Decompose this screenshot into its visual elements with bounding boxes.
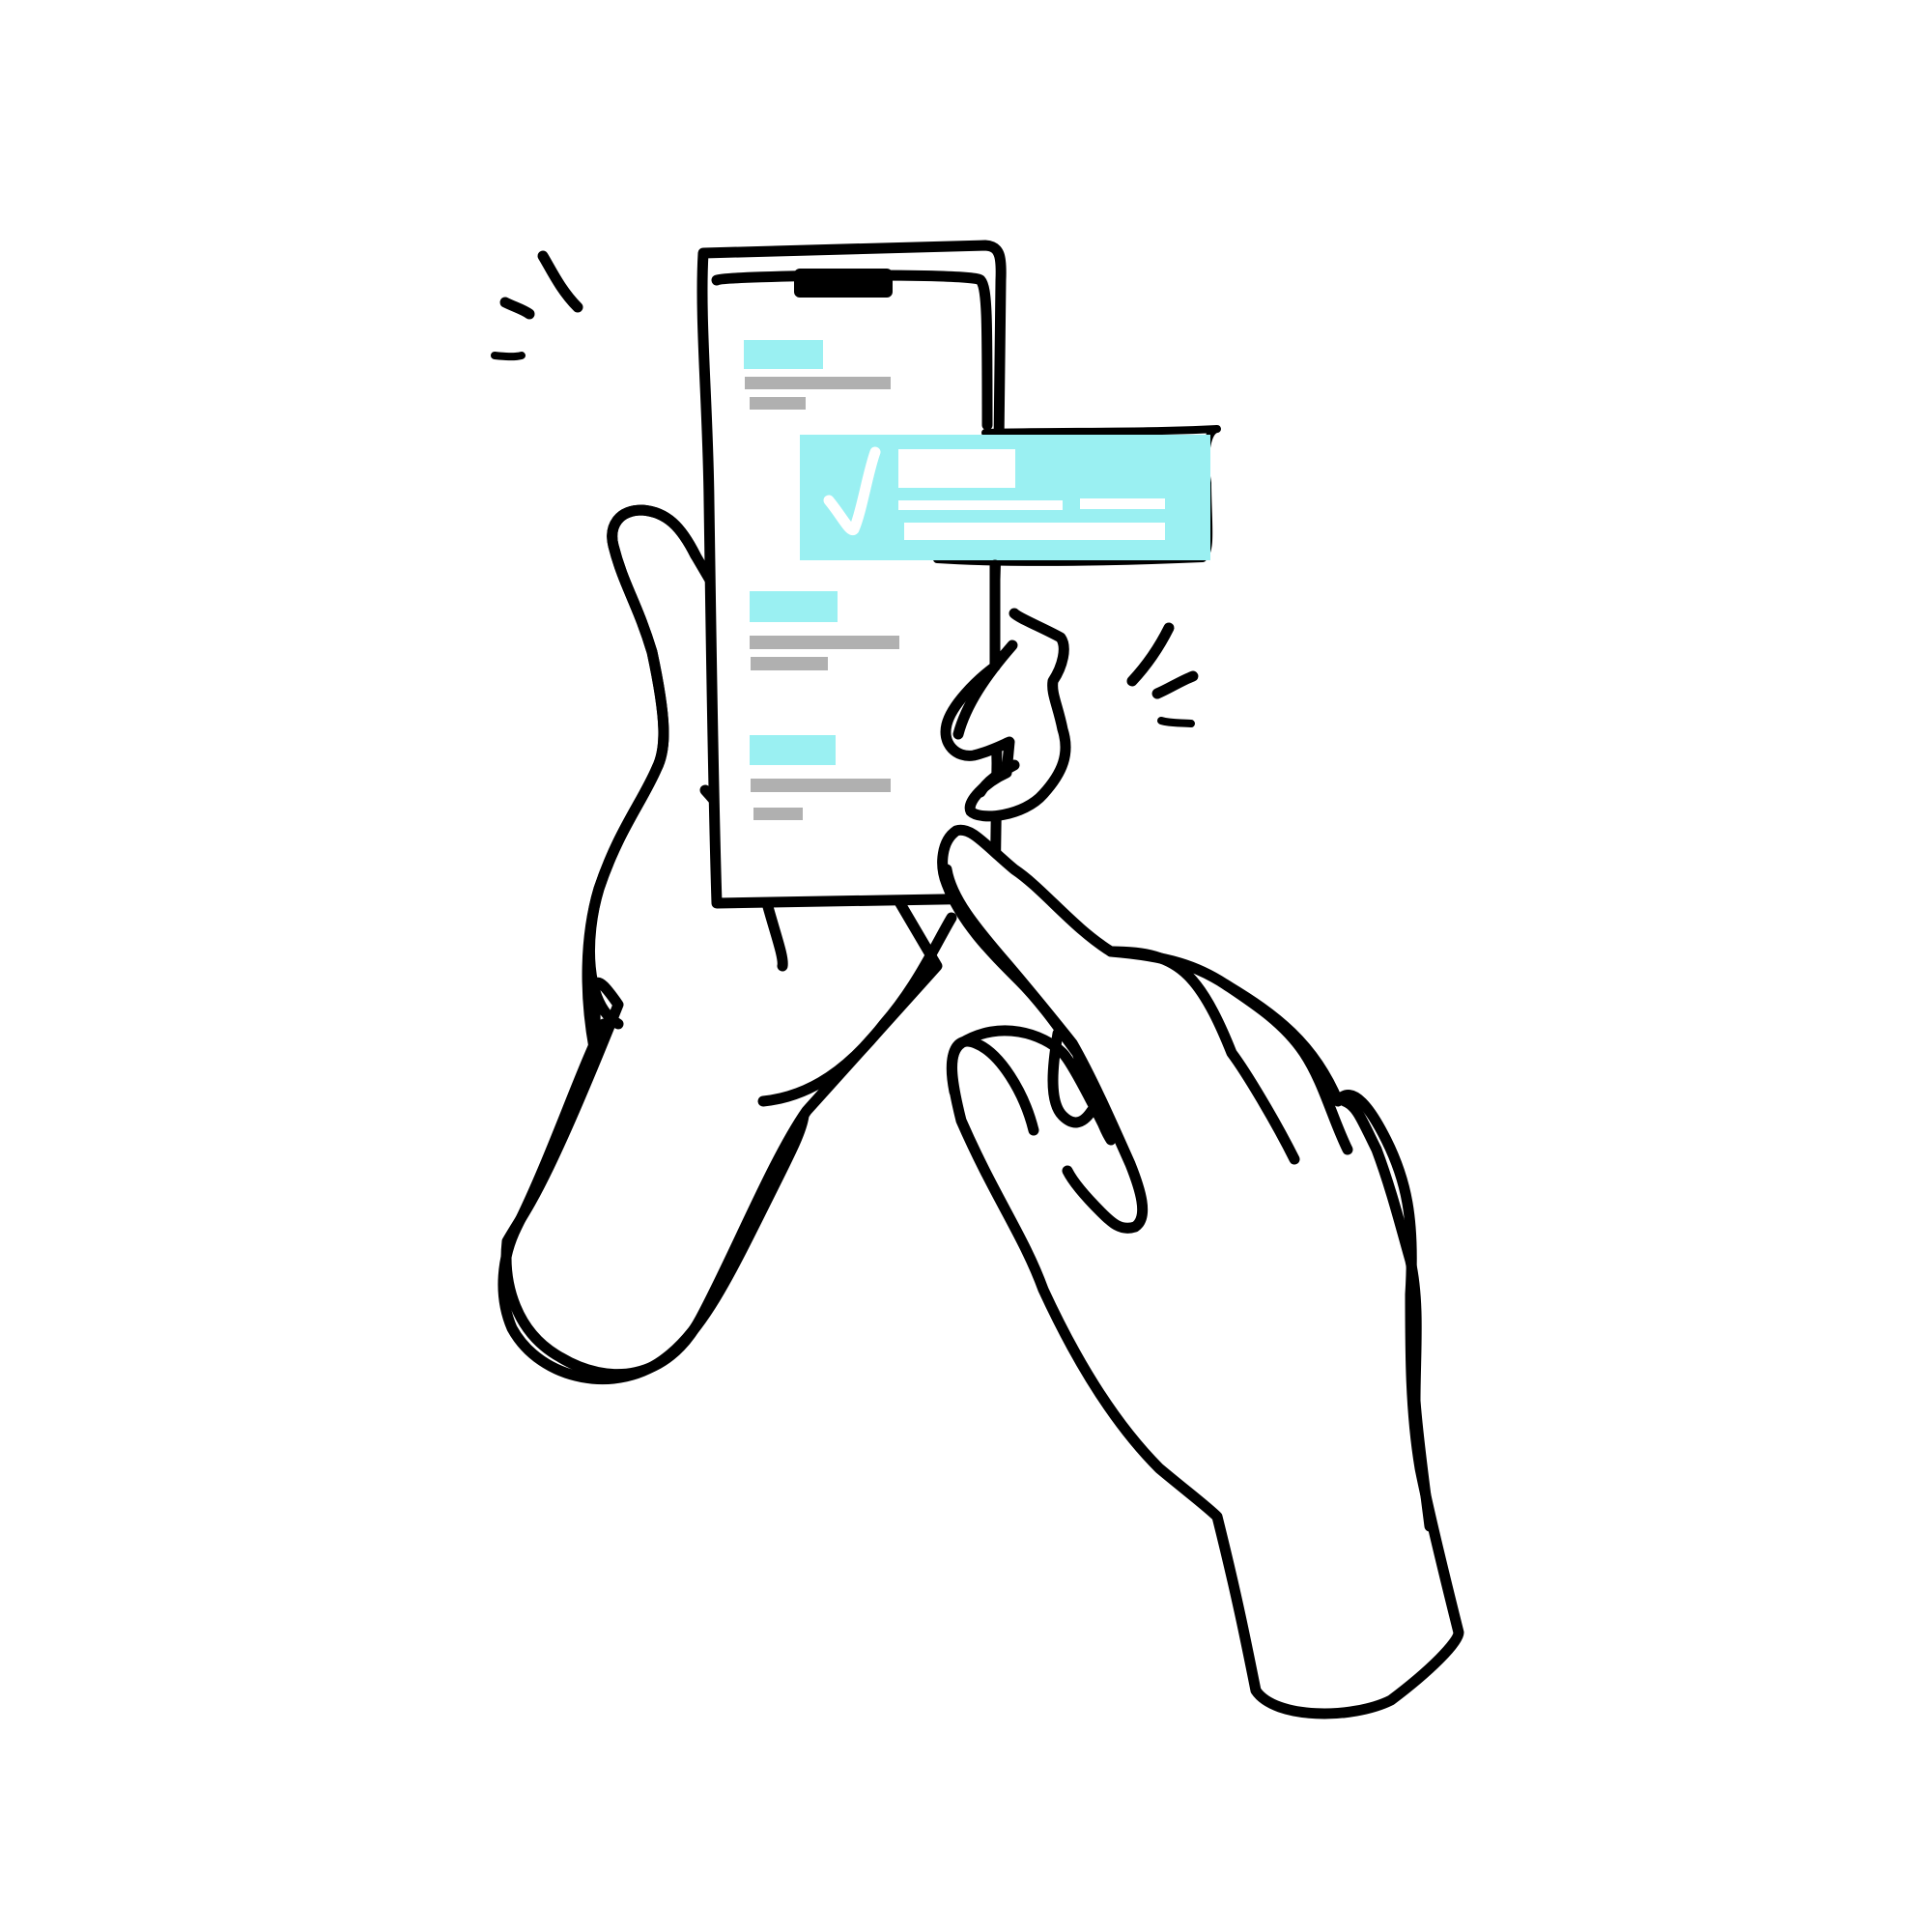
phone-notch: [794, 269, 893, 298]
popup-card-title-block: [898, 449, 1015, 488]
popup-card[interactable]: [800, 425, 1221, 566]
phone-screen: [744, 340, 899, 820]
list-item-line-block: [750, 636, 899, 649]
list-item-line-block: [751, 779, 891, 792]
list-item-title-block: [750, 591, 838, 622]
popup-card-line-block: [904, 523, 1165, 540]
sparkle-group-left: [491, 250, 583, 361]
list-item-line-block: [753, 808, 803, 820]
list-item[interactable]: [750, 735, 891, 820]
right-hand: [937, 824, 1464, 1719]
list-item[interactable]: [750, 591, 899, 670]
check-icon: [823, 446, 881, 536]
list-item-line-block: [751, 657, 828, 670]
list-item-title-block: [744, 340, 823, 369]
popup-card-line-block: [1080, 498, 1165, 509]
popup-card-line-block: [898, 500, 1063, 510]
tap-finger: [940, 559, 1071, 822]
sparkle-group-right: [1126, 622, 1199, 727]
list-item-title-block: [750, 735, 836, 765]
list-item-line-block: [745, 377, 891, 389]
list-item-line-block: [750, 397, 806, 410]
list-item[interactable]: [744, 340, 891, 410]
phone: [696, 240, 1007, 909]
